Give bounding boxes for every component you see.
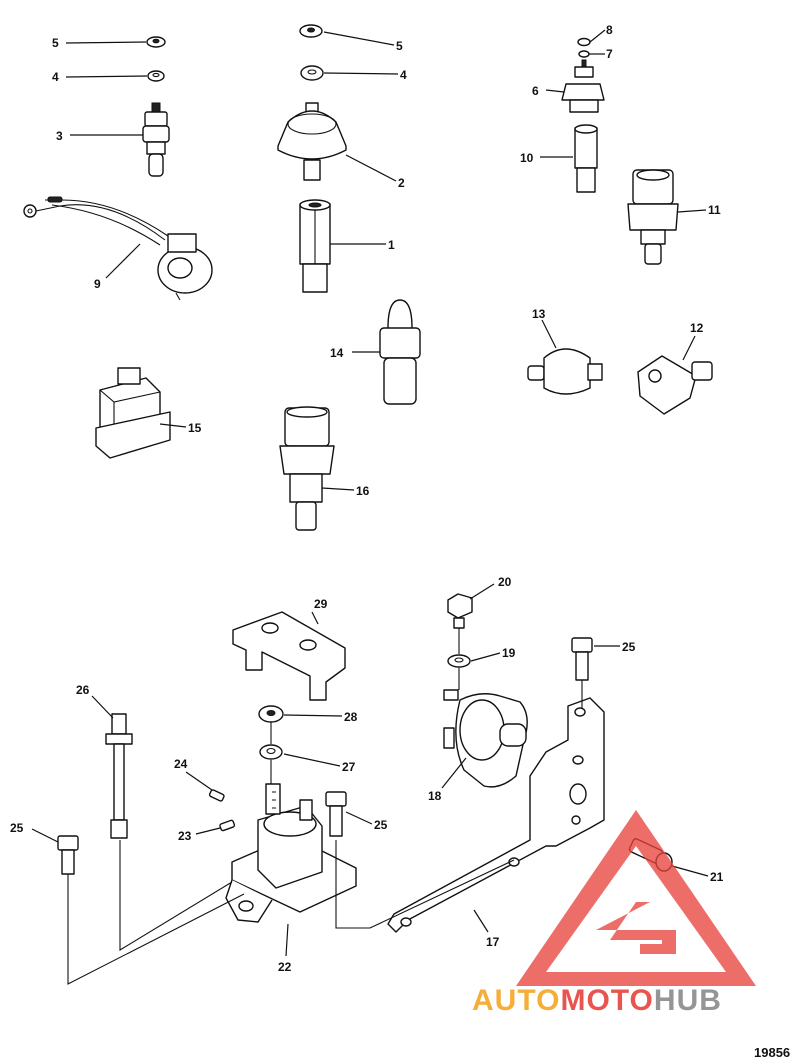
callout-21: 21	[710, 870, 724, 884]
part-25-screw-right	[571, 637, 593, 681]
callout-7: 7	[606, 47, 613, 61]
watermark-word-auto: AUTO	[472, 984, 560, 1017]
part-6-oil-pressure-switch	[561, 59, 605, 113]
callout-1: 1	[388, 238, 395, 252]
part-26-stud	[105, 713, 133, 839]
part-9-wiring-harness-coil	[23, 196, 213, 301]
callout-8: 8	[606, 23, 613, 37]
part-8-nut-small	[577, 37, 591, 47]
watermark-word-moto: MOTO	[560, 984, 653, 1017]
callout-12: 12	[690, 321, 704, 335]
part-22-solenoid	[225, 783, 357, 923]
callout-6: 6	[532, 84, 539, 98]
callout-4-left: 4	[52, 70, 59, 84]
part-15-relay	[95, 367, 171, 459]
callout-25-left: 25	[10, 821, 24, 835]
leader-lines	[31, 29, 709, 957]
watermark-word-hub: HUB	[654, 984, 722, 1017]
part-5-nut-left	[146, 36, 166, 48]
callout-10: 10	[520, 151, 534, 165]
callout-26: 26	[76, 683, 90, 697]
part-27-washer	[259, 744, 283, 760]
part-23-set-screw	[219, 819, 236, 832]
part-2-pressure-sender	[277, 102, 347, 181]
callout-17: 17	[486, 935, 500, 949]
callout-labels: 5 4 3 9 5 4 2 1 8 7 6 10 11 12 13 14 15 …	[10, 23, 724, 974]
callout-25-center: 25	[374, 818, 388, 832]
callout-5-left: 5	[52, 36, 59, 50]
part-14-connector	[379, 299, 421, 405]
callout-9: 9	[94, 277, 101, 291]
svg-text:AUTOMOTOHUB: AUTOMOTOHUB	[472, 984, 722, 1017]
callout-23: 23	[178, 829, 192, 843]
callout-28: 28	[344, 710, 358, 724]
callout-18: 18	[428, 789, 442, 803]
part-18-circuit-breaker	[443, 689, 528, 788]
part-7-washer-small	[578, 50, 590, 58]
callout-19: 19	[502, 646, 516, 660]
part-24-set-screw	[208, 789, 225, 802]
part-1-adapter-fitting	[299, 199, 331, 293]
callout-5-center: 5	[396, 39, 403, 53]
callout-2: 2	[398, 176, 405, 190]
part-25-screw-center	[325, 791, 347, 837]
part-4-washer-left	[147, 70, 165, 82]
callout-27: 27	[342, 760, 356, 774]
part-4-washer-center	[300, 65, 324, 81]
callout-15: 15	[188, 421, 202, 435]
part-10-fitting-adapter	[574, 124, 598, 193]
assembly-lines	[67, 628, 583, 985]
part-5-nut-center	[299, 24, 323, 38]
callout-29: 29	[314, 597, 328, 611]
callout-3: 3	[56, 129, 63, 143]
part-16-sender	[279, 406, 335, 531]
part-29-bracket	[232, 611, 346, 701]
callout-14: 14	[330, 346, 344, 360]
callout-22: 22	[278, 960, 292, 974]
part-28-nut	[258, 705, 284, 723]
callout-20: 20	[498, 575, 512, 589]
callout-11: 11	[708, 203, 721, 217]
callout-24: 24	[174, 757, 188, 771]
watermark-inner-mark-icon	[596, 902, 676, 954]
part-12-tee-fitting	[637, 355, 713, 415]
callout-13: 13	[532, 307, 546, 321]
callout-4-center: 4	[400, 68, 407, 82]
document-number: 19856	[754, 1045, 790, 1060]
part-19-lock-washer	[447, 654, 471, 668]
part-17-mounting-bracket	[387, 697, 605, 933]
part-20-bolt	[447, 593, 473, 629]
callout-16: 16	[356, 484, 370, 498]
automotohub-watermark: AUTOMOTOHUB	[472, 810, 756, 1017]
part-13-knock-sensor	[527, 348, 603, 395]
watermark-triangle-icon	[516, 810, 756, 986]
part-11-sensor	[627, 169, 679, 265]
part-25-screw-left	[57, 835, 79, 875]
part-3-temperature-sender	[142, 102, 170, 177]
callout-25-right: 25	[622, 640, 636, 654]
